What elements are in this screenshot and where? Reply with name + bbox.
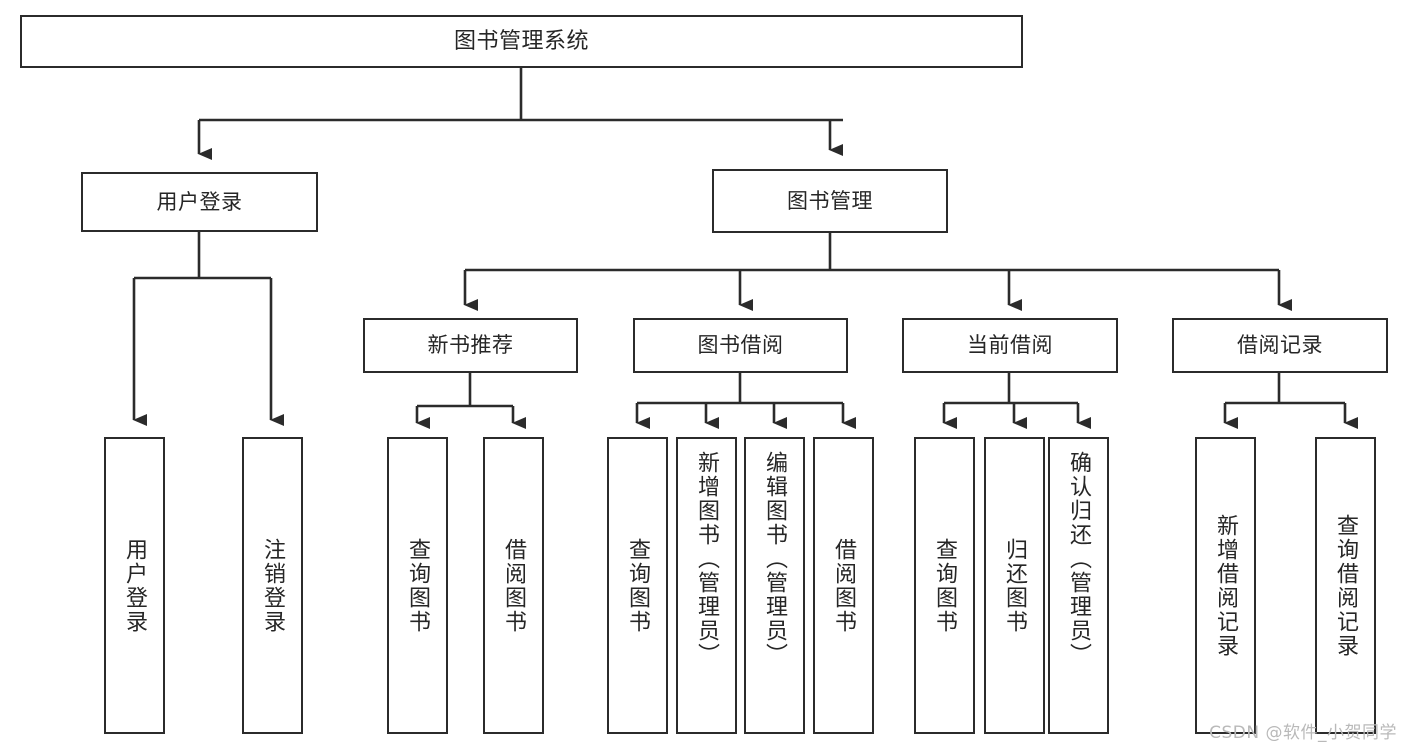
node-leaf-query-book-current[interactable]: 查询图书 xyxy=(914,437,975,734)
node-label: 用户登录 xyxy=(122,537,148,634)
node-borrow-record[interactable]: 借阅记录 xyxy=(1172,318,1388,373)
node-new-book-recommend[interactable]: 新书推荐 xyxy=(363,318,578,373)
node-label: 新增借阅记录 xyxy=(1213,513,1239,658)
node-leaf-query-book-borrow[interactable]: 查询图书 xyxy=(607,437,668,734)
node-label: 当前借阅 xyxy=(967,333,1053,358)
node-leaf-user-logout[interactable]: 注销登录 xyxy=(242,437,303,734)
node-book-management[interactable]: 图书管理 xyxy=(712,169,948,233)
node-label: 查询借阅记录 xyxy=(1333,513,1359,658)
node-leaf-confirm-return[interactable]: 确认归还（管理员） xyxy=(1048,437,1109,734)
node-leaf-borrow-book-recommend[interactable]: 借阅图书 xyxy=(483,437,544,734)
node-label: 图书借阅 xyxy=(697,333,784,358)
node-leaf-add-book[interactable]: 新增图书（管理员） xyxy=(676,437,737,734)
node-label: 借阅图书 xyxy=(831,537,857,634)
node-label: 确认归还（管理员） xyxy=(1066,451,1092,667)
node-label: 图书管理系统 xyxy=(453,28,589,54)
node-leaf-borrow-book[interactable]: 借阅图书 xyxy=(813,437,874,734)
node-leaf-query-borrow-record[interactable]: 查询借阅记录 xyxy=(1315,437,1376,734)
node-label: 注销登录 xyxy=(260,537,286,634)
node-label: 编辑图书（管理员） xyxy=(762,451,788,667)
node-label: 归还图书 xyxy=(1002,537,1028,634)
node-root-book-management-system[interactable]: 图书管理系统 xyxy=(20,15,1023,68)
node-leaf-user-login[interactable]: 用户登录 xyxy=(104,437,165,734)
node-label: 新增图书（管理员） xyxy=(694,451,720,667)
node-user-login[interactable]: 用户登录 xyxy=(81,172,318,232)
node-label: 新书推荐 xyxy=(427,333,514,358)
node-leaf-edit-book[interactable]: 编辑图书（管理员） xyxy=(744,437,805,734)
node-current-borrow[interactable]: 当前借阅 xyxy=(902,318,1118,373)
node-leaf-query-book-recommend[interactable]: 查询图书 xyxy=(387,437,448,734)
node-book-borrow[interactable]: 图书借阅 xyxy=(633,318,848,373)
node-label: 用户登录 xyxy=(156,189,243,214)
node-label: 查询图书 xyxy=(625,537,651,634)
node-label: 图书管理 xyxy=(787,188,873,213)
node-leaf-add-borrow-record[interactable]: 新增借阅记录 xyxy=(1195,437,1256,734)
node-leaf-return-book[interactable]: 归还图书 xyxy=(984,437,1045,734)
node-label: 查询图书 xyxy=(932,537,958,634)
node-label: 借阅图书 xyxy=(501,537,527,634)
node-label: 借阅记录 xyxy=(1237,333,1323,358)
node-label: 查询图书 xyxy=(405,537,431,634)
